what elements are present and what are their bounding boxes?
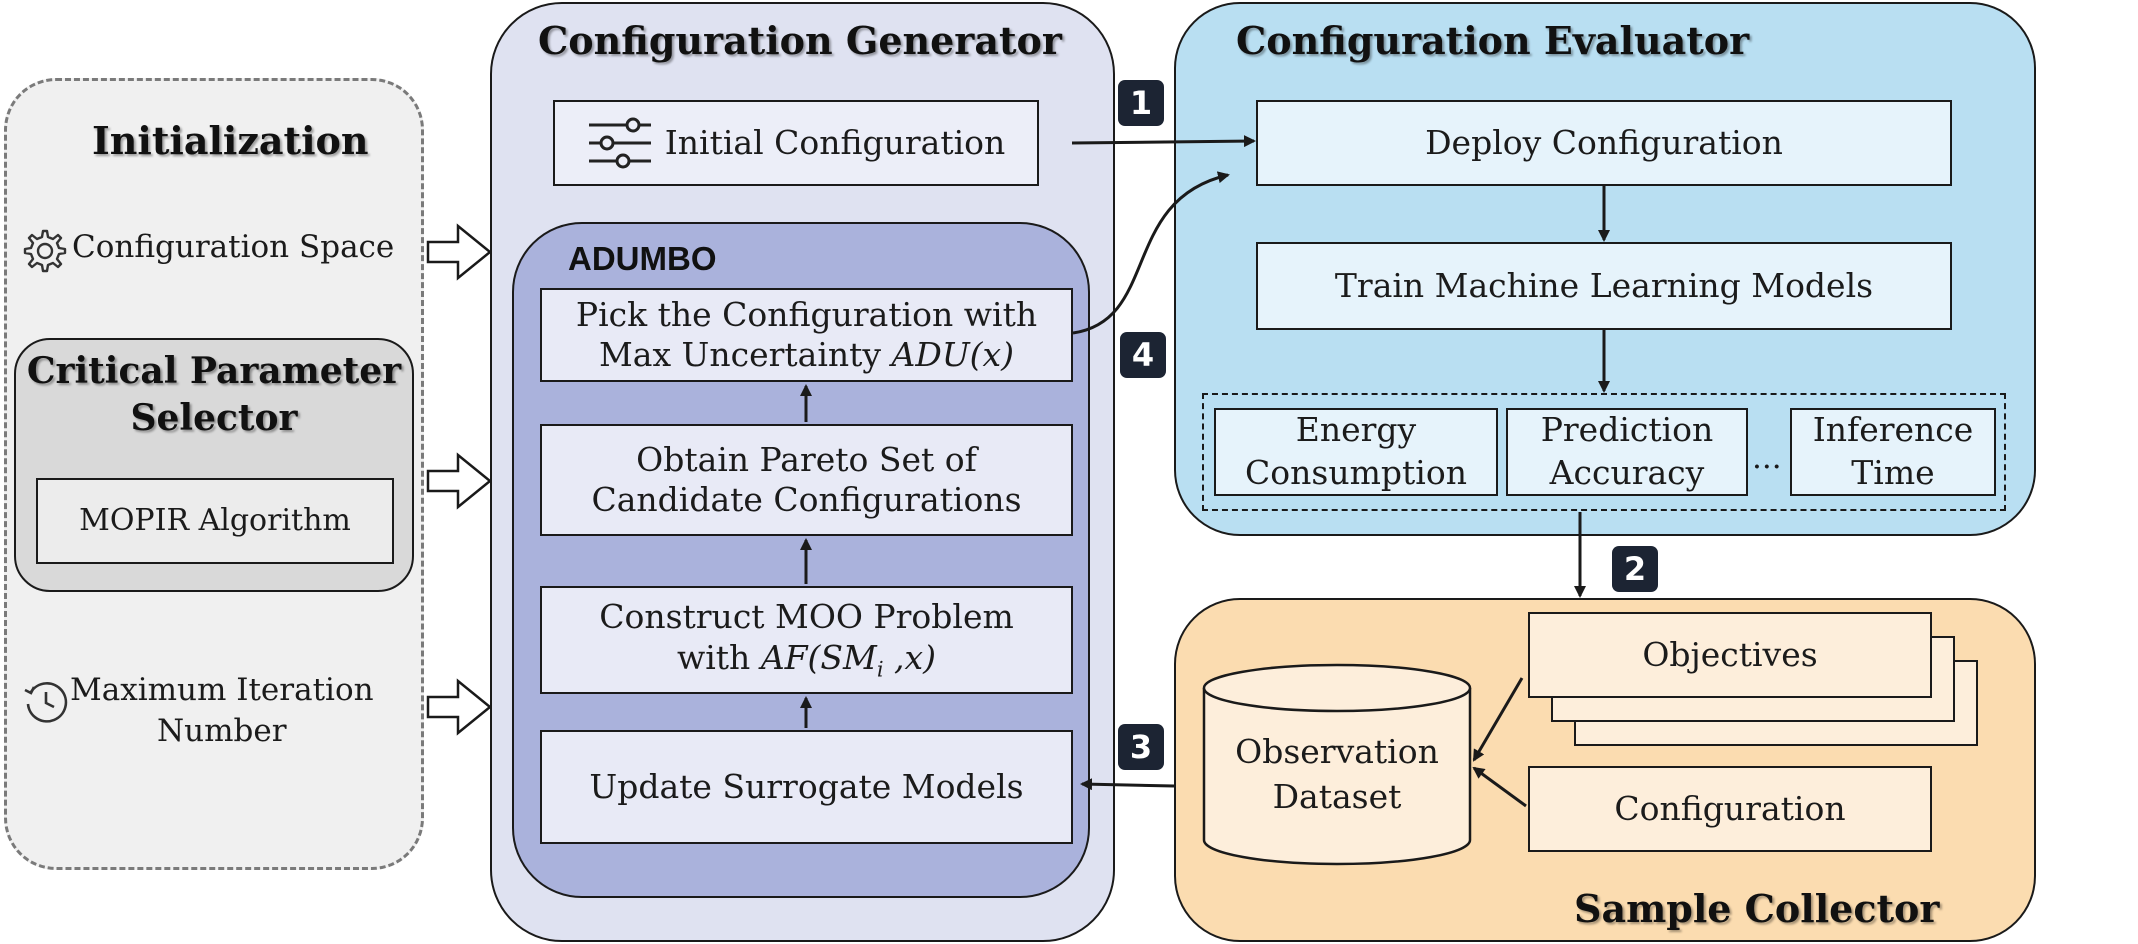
mopir-algorithm-box: MOPIR Algorithm: [36, 478, 394, 564]
adumbo-label: ADUMBO: [568, 240, 717, 277]
configuration-space-label: Configuration Space: [72, 229, 395, 265]
pick-configuration-box: Pick the Configuration with Max Uncertai…: [540, 288, 1073, 382]
metrics-group: [1202, 393, 2006, 511]
step-badge-1: 1: [1118, 80, 1164, 126]
selector-title: Critical Parameter Selector: [26, 350, 402, 439]
objectives-box: Objectives: [1528, 612, 1932, 698]
block-arrow-config-space: [426, 223, 492, 281]
metrics-ellipsis: ...: [1752, 440, 1782, 476]
moo-problem-box: Construct MOO Problem with AF(SMi ,x): [540, 586, 1073, 694]
step-badge-2: 2: [1612, 546, 1658, 592]
configuration-box: Configuration: [1528, 766, 1932, 852]
block-arrows: [426, 223, 492, 736]
sliders-icon: [587, 115, 653, 171]
block-arrow-selector: [426, 452, 492, 510]
deploy-configuration-box: Deploy Configuration: [1256, 100, 1952, 186]
block-arrow-max-iteration: [426, 678, 492, 736]
history-clock-icon: [22, 678, 70, 726]
update-surrogate-models-box: Update Surrogate Models: [540, 730, 1073, 844]
step-badge-3: 3: [1118, 724, 1164, 770]
observation-dataset-label: Observation Dataset: [1235, 732, 1439, 816]
initialization-title: Initialization: [92, 118, 369, 163]
collector-title: Sample Collector: [1574, 886, 1940, 931]
database-cylinder-icon: [1200, 662, 1474, 868]
pareto-set-box: Obtain Pareto Set of Candidate Configura…: [540, 424, 1073, 536]
maximum-iteration-label: Maximum Iteration Number: [70, 672, 374, 749]
initial-configuration-box: Initial Configuration: [553, 100, 1039, 186]
train-ml-models-box: Train Machine Learning Models: [1256, 242, 1952, 330]
step-badge-4: 4: [1120, 332, 1166, 378]
evaluator-title: Configuration Evaluator: [1236, 18, 1750, 63]
initial-configuration-label: Initial Configuration: [664, 122, 1006, 162]
gear-icon: [22, 228, 68, 274]
generator-title: Configuration Generator: [538, 18, 1062, 63]
